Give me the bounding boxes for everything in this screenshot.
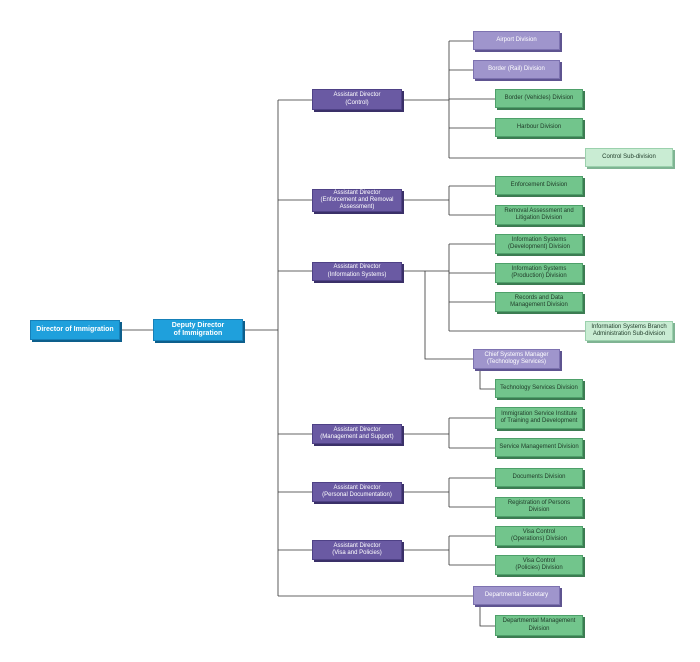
chief-to-tech-division: [479, 369, 495, 390]
enforcement-division-box: Enforcement Division: [495, 176, 583, 195]
is-admin-subdivision-box: Information Systems Branch Administratio…: [585, 321, 673, 341]
ad-control-box: Assistant Director (Control): [312, 89, 402, 110]
ad-management-box: Assistant Director (Management and Suppo…: [312, 424, 402, 444]
airport-division-box: Airport Division: [473, 31, 560, 50]
records-data-division-box: Records and Data Management Division: [495, 292, 583, 312]
secretary-to-management-div: [479, 606, 495, 627]
ad-visa-box: Assistant Director (Visa and Policies): [312, 540, 402, 560]
ad-info-systems-box: Assistant Director (Information Systems): [312, 262, 402, 281]
control-subdivision-box: Control Sub-division: [585, 148, 673, 167]
border-rail-division-box: Border (Rail) Division: [473, 60, 560, 79]
removal-assessment-division-box: Removal Assessment and Litigation Divisi…: [495, 205, 583, 225]
visa-operations-division-box: Visa Control (Operations) Division: [495, 526, 583, 546]
service-management-division-box: Service Management Division: [495, 438, 583, 457]
departmental-secretary-box: Departmental Secretary: [473, 586, 560, 605]
border-vehicles-division-box: Border (Vehicles) Division: [495, 89, 583, 108]
harbour-division-box: Harbour Division: [495, 118, 583, 137]
training-institute-division-box: Immigration Service Institute of Trainin…: [495, 407, 583, 429]
is-production-division-box: Information Systems (Production) Divisio…: [495, 263, 583, 283]
chief-systems-manager-box: Chief Systems Manager (Technology Servic…: [473, 349, 560, 369]
director-of-immigration-box: Director of Immigration: [30, 320, 120, 340]
is-development-division-box: Information Systems (Development) Divisi…: [495, 234, 583, 254]
departmental-management-division-box: Departmental Management Division: [495, 615, 583, 636]
deputy-director-box: Deputy Director of Immigration: [153, 319, 243, 341]
info-to-chief: [424, 271, 473, 360]
visa-policies-division-box: Visa Control (Policies) Division: [495, 555, 583, 575]
ad-personal-doc-box: Assistant Director (Personal Documentati…: [312, 482, 402, 502]
technology-services-division-box: Technology Services Division: [495, 379, 583, 398]
ad-enforcement-box: Assistant Director (Enforcement and Remo…: [312, 189, 402, 212]
documents-division-box: Documents Division: [495, 468, 583, 487]
registration-of-persons-division-box: Registration of Persons Division: [495, 497, 583, 517]
